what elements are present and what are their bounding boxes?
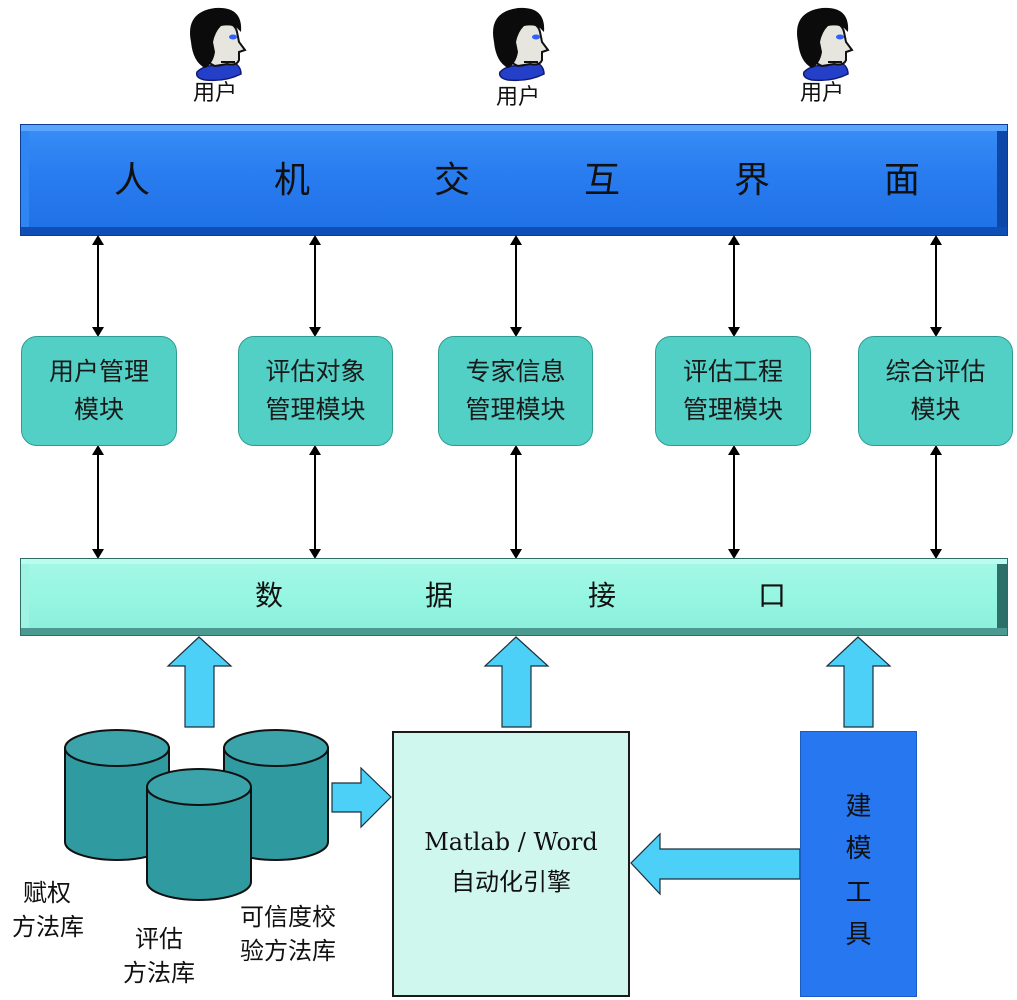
- automation-engine-box: Matlab / Word 自动化引擎: [392, 731, 630, 997]
- block-arrow-left-tool-engine: [630, 832, 801, 896]
- data-bar-char: 数: [255, 579, 284, 612]
- db-label-line2: 方法库: [12, 913, 84, 941]
- user-head-icon: [190, 7, 247, 82]
- block-arrow-up-tool: [825, 636, 892, 728]
- hmi-char: 人: [114, 160, 151, 201]
- db-label-line2: 验方法库: [240, 937, 336, 965]
- database-label-validation: 可信度校 验方法库: [240, 900, 360, 968]
- block-arrow-up-databases: [166, 636, 233, 728]
- db-label-line1: 评估: [135, 925, 183, 953]
- hmi-char: 面: [884, 160, 921, 201]
- user-3: 用户: [772, 2, 872, 106]
- module-label-line1: 综合评估: [885, 357, 986, 386]
- modeling-tool-box: 建 模 工 具: [800, 731, 917, 997]
- data-bar-char: 据: [425, 579, 454, 612]
- block-arrow-right-databases-engine: [331, 766, 392, 829]
- tool-char: 模: [845, 834, 872, 864]
- database-cylinder-weighting: [64, 729, 170, 861]
- module-label-line2: 管理模块: [265, 395, 366, 424]
- module-label-line1: 评估工程: [682, 357, 783, 386]
- hmi-bar: 人 机 交 互 界 面: [20, 124, 1008, 236]
- user-label: 用户: [495, 85, 540, 110]
- module-expert-info: 专家信息管理模块: [438, 336, 593, 446]
- database-label-evaluation: 评估 方法库: [114, 922, 204, 990]
- engine-label-line1: Matlab / Word: [424, 828, 598, 856]
- module-evaluation-object: 评估对象管理模块: [238, 336, 393, 446]
- db-label-line2: 方法库: [123, 959, 195, 987]
- db-label-line1: 赋权: [23, 879, 71, 907]
- user-2: 用户: [468, 2, 568, 110]
- engine-label-line2: 自动化引擎: [451, 868, 571, 896]
- hmi-char: 界: [734, 160, 771, 201]
- module-label-line1: 专家信息: [465, 357, 566, 386]
- user-head-icon: [797, 7, 854, 82]
- module-label-line1: 用户管理: [48, 357, 149, 386]
- hmi-char: 互: [584, 160, 621, 201]
- user-head-icon: [493, 7, 550, 82]
- module-label-line2: 管理模块: [682, 395, 783, 424]
- data-bar-char: 接: [588, 579, 617, 612]
- hmi-char: 交: [434, 160, 471, 201]
- module-label-line2: 模块: [910, 395, 961, 424]
- db-label-line1: 可信度校: [240, 903, 336, 931]
- module-evaluation-project: 评估工程管理模块: [655, 336, 811, 446]
- database-label-weighting: 赋权 方法库: [6, 876, 90, 944]
- data-interface-bar: 数 据 接 口: [20, 558, 1008, 636]
- module-label-line1: 评估对象: [265, 357, 366, 386]
- user-label: 用户: [799, 81, 844, 106]
- module-user-management: 用户管理模块: [21, 336, 177, 446]
- block-arrow-up-engine: [483, 636, 550, 728]
- data-bar-char: 口: [758, 579, 787, 612]
- tool-char: 工: [845, 878, 872, 908]
- module-label-line2: 模块: [73, 395, 124, 424]
- hmi-char: 机: [274, 160, 311, 201]
- tool-char: 具: [845, 920, 872, 950]
- module-label-line2: 管理模块: [465, 395, 566, 424]
- user-label: 用户: [192, 81, 237, 106]
- module-comprehensive-evaluation: 综合评估模块: [858, 336, 1013, 446]
- user-1: 用户: [165, 2, 265, 106]
- database-cylinder-evaluation: [146, 768, 252, 901]
- tool-char: 建: [845, 792, 872, 822]
